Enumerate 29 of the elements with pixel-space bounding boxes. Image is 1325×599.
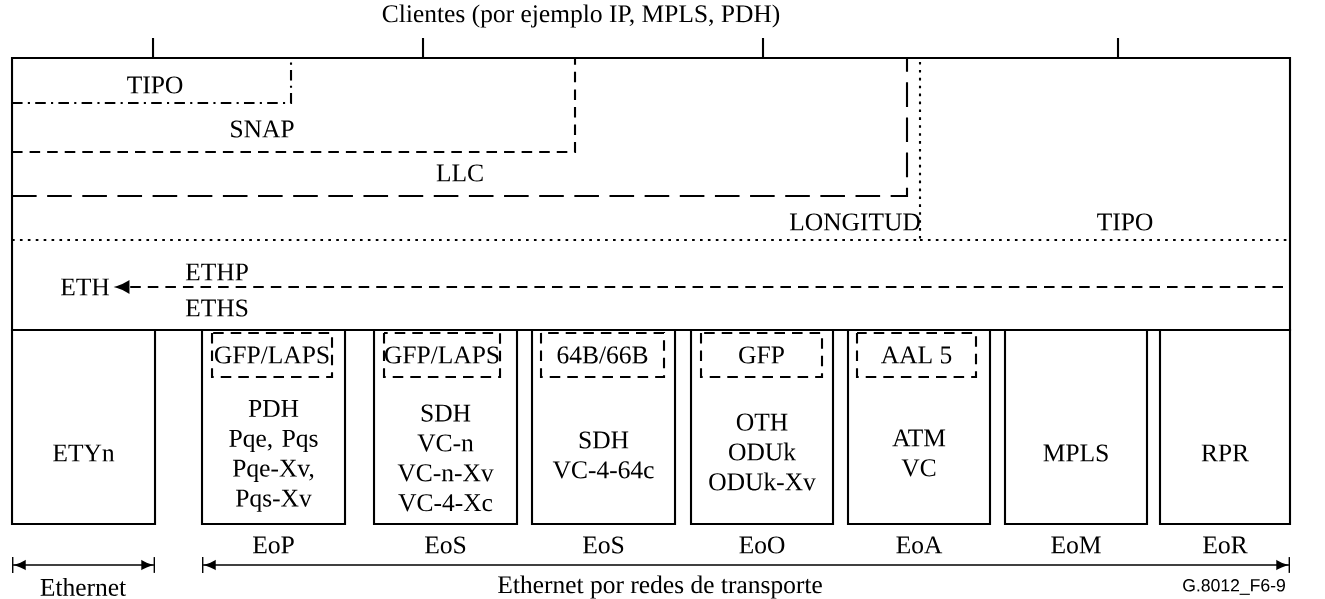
layer-label: EoS: [425, 536, 466, 554]
layer-label: LLC: [436, 164, 483, 182]
adaptation-box: AAL 5: [855, 331, 978, 379]
layer-label: ETHS: [185, 299, 248, 317]
caption-text: G.8012_F6-9: [1183, 579, 1285, 595]
layer-label: SNAP: [231, 120, 294, 138]
layer-label: EoM: [1051, 536, 1101, 554]
layer-box: MPLS: [1003, 328, 1149, 526]
layer-box: RPR: [1158, 328, 1292, 526]
layer-label: EoS: [583, 536, 624, 554]
caption-text: Ethernet por redes de transporte: [498, 575, 822, 599]
adaptation-box: GFP/LAPS: [210, 331, 334, 379]
layer-label: ETHP: [185, 263, 248, 281]
arrow: [116, 280, 1283, 294]
layer-label: ETH: [61, 278, 110, 296]
adaptation-box: GFP/LAPS: [382, 331, 502, 379]
layer-label: EoA: [896, 536, 943, 554]
layer-box: ETYn: [10, 328, 157, 526]
caption-text: Ethernet: [40, 578, 127, 596]
layer-label: TIPO: [1097, 213, 1153, 231]
layer-frame: [10, 56, 1292, 332]
layer-label: EoO: [739, 536, 785, 554]
adaptation-box: 64B/66B: [539, 331, 666, 379]
layer-label: EoP: [253, 536, 294, 554]
caption-text: Clientes (por ejemplo IP, MPLS, PDH): [382, 4, 780, 28]
layer-label: LONGITUD: [789, 213, 920, 231]
layer-label: EoR: [1203, 536, 1248, 554]
adaptation-box: GFP: [699, 331, 824, 379]
layer-label: TIPO: [127, 76, 183, 94]
